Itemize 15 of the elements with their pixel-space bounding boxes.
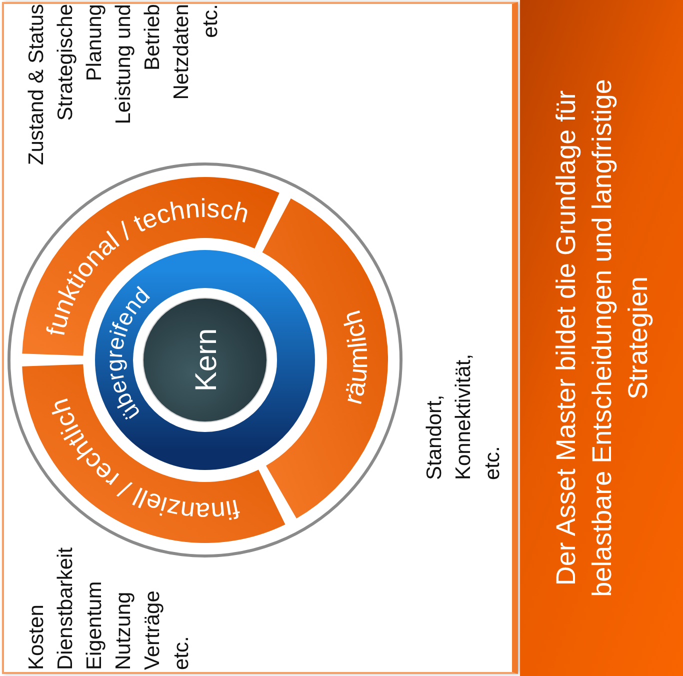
attribute-item: Eigentum [82,580,107,670]
attribute-item: Netzdaten [169,4,194,102]
attribute-item: Leistung und Betrieb [111,4,165,126]
attribute-item: Zustand & Status [24,4,49,168]
attribute-item: Verträge [140,590,165,670]
attribute-item: Dienstbarkeit [53,546,78,670]
attribute-item: Standort, Konnektivität, etc. [422,352,505,480]
attribute-item: etc. [198,4,223,40]
attribute-item: Kosten [24,604,49,670]
attribute-item: Nutzung [111,590,136,670]
segment-label: räumlich [336,307,374,408]
summary-banner [520,0,683,676]
summary-text: Der Asset Master bildet die Grundlage für belastbare Entscheidungen und langfristige Strategien [550,78,654,599]
ring-segment [262,198,388,518]
attribute-item: Strategische Planung [53,4,107,123]
